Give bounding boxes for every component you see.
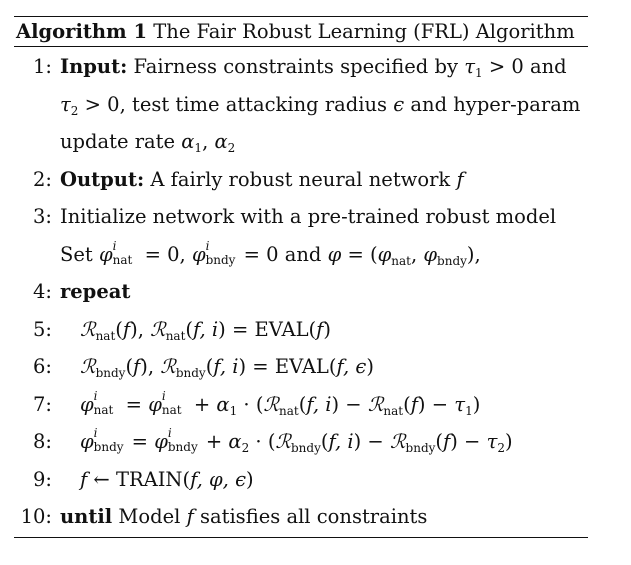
- line-text: ℛbndy(f), ℛbndy(f, i) = EVAL(f, ϵ): [80, 355, 374, 380]
- line-number: 5:: [33, 317, 52, 341]
- line-text: Input: Fairness constraints specified by…: [60, 55, 567, 80]
- line-number: 9:: [33, 467, 52, 491]
- bottom-rule: [14, 536, 588, 538]
- line-number: 4:: [33, 280, 52, 303]
- algorithm-line-1: 1: Input: Fairness constraints specified…: [14, 47, 588, 85]
- line-text: until Model f satisfies all constraints: [60, 505, 428, 528]
- top-rule: [14, 16, 588, 17]
- algorithm-line-2: 2: Output: A fairly robust neural networ…: [14, 160, 588, 198]
- line-number: 1:: [33, 55, 52, 78]
- algorithm-line-1-cont: τ2 > 0, test time attacking radius ϵ and…: [14, 85, 588, 123]
- line-number: 7:: [33, 392, 52, 416]
- algorithm-line-10: 10: until Model f satisfies all constrai…: [14, 497, 588, 535]
- line-text: update rate α1, α2: [60, 130, 236, 155]
- algorithm-line-5: 5: ℛnat(f), ℛnat(f, i) = EVAL(f): [14, 310, 588, 348]
- caption-label: Algorithm 1: [16, 20, 148, 43]
- line-text: Output: A fairly robust neural network f: [60, 167, 464, 191]
- algorithm-line-3: 3: Initialize network with a pre-trained…: [14, 197, 588, 235]
- line-number: 8:: [33, 430, 52, 453]
- algorithm-caption: Algorithm 1 The Fair Robust Learning (FR…: [14, 17, 588, 46]
- algorithm-line-1-cont2: update rate α1, α2: [14, 122, 588, 160]
- line-number: 2:: [33, 167, 52, 191]
- line-keyword: repeat: [60, 280, 131, 303]
- caption-title: The Fair Robust Learning (FRL) Algorithm: [153, 20, 575, 43]
- caption-rule: [14, 46, 588, 47]
- line-text: τ2 > 0, test time attacking radius ϵ and…: [60, 92, 581, 118]
- algorithm-line-4: 4: repeat: [14, 272, 588, 310]
- algorithm-block: Algorithm 1 The Fair Robust Learning (FR…: [14, 16, 588, 538]
- line-text: ℛnat(f), ℛnat(f, i) = EVAL(f): [80, 317, 331, 343]
- line-number: 3:: [33, 205, 52, 228]
- line-number: 10:: [20, 505, 52, 528]
- algorithm-line-6: 6: ℛbndy(f), ℛbndy(f, i) = EVAL(f, ϵ): [14, 347, 588, 385]
- line-text: f ← TRAIN(f, φ, ϵ): [80, 467, 254, 491]
- algorithm-line-9: 9: f ← TRAIN(f, φ, ϵ): [14, 460, 588, 498]
- line-text: Initialize network with a pre-trained ro…: [60, 205, 557, 228]
- line-number: 6:: [33, 355, 52, 378]
